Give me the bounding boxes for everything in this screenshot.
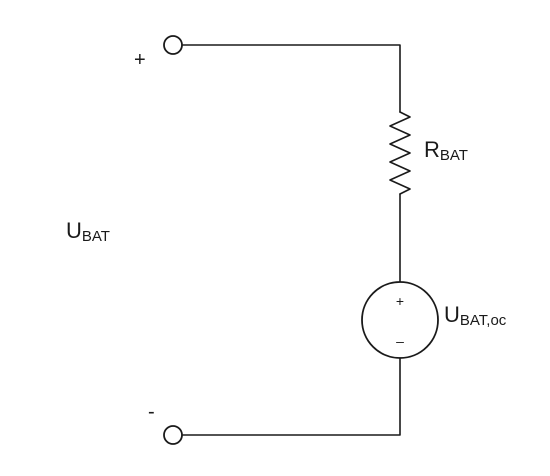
terminal-minus-label: - [148,401,155,423]
resistor-label: RBAT [424,137,468,164]
battery-voltage-label: UBAT [66,218,110,245]
top-wire [181,44,401,113]
battery-voltage-main: U [66,218,82,243]
battery-voltage-sub: BAT [82,228,110,245]
source-plus-mark: + [396,293,404,309]
source-label: UBAT,oc [444,302,507,329]
bottom-wire [181,357,401,436]
resistor-label-main: R [424,137,440,162]
source-minus-mark: – [396,333,404,349]
resistor-label-sub: BAT [440,147,468,164]
negative-terminal [163,425,183,445]
source-label-main: U [444,302,460,327]
resistor-symbol [389,111,411,195]
positive-terminal [163,35,183,55]
terminal-plus-label: + [134,49,146,71]
source-label-sub: BAT,oc [460,312,507,329]
